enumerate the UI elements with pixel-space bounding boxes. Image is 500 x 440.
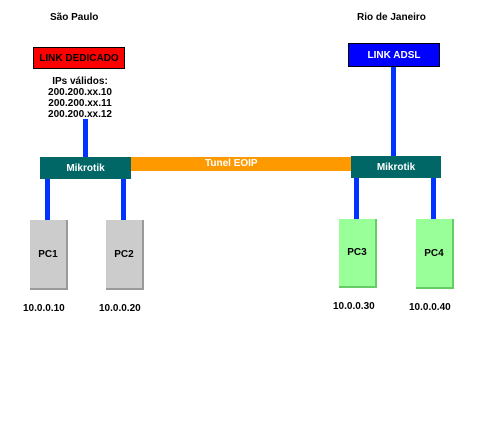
pc1-box: PC1 bbox=[30, 220, 68, 290]
router-mikrotik-right: Mikrotik bbox=[351, 156, 441, 178]
city-label-sao-paulo: São Paulo bbox=[50, 12, 99, 23]
pc1-ip: 10.0.0.10 bbox=[23, 303, 65, 314]
link-adsl-box: LINK ADSL bbox=[348, 43, 440, 67]
valid-ips-block: IPs válidos: 200.200.xx.10 200.200.xx.11… bbox=[30, 76, 130, 120]
pc2-box: PC2 bbox=[106, 220, 144, 290]
valid-ips-title: IPs válidos: bbox=[52, 76, 108, 87]
pc3-box: PC3 bbox=[339, 219, 377, 288]
router-left-label: Mikrotik bbox=[66, 162, 105, 174]
pc4-label: PC4 bbox=[424, 247, 444, 259]
city-label-rio: Rio de Janeiro bbox=[357, 12, 426, 23]
connector-router-to-pc3 bbox=[354, 178, 359, 220]
pc4-box: PC4 bbox=[416, 219, 454, 289]
eoip-tunnel-label: Tunel EOIP bbox=[205, 158, 258, 169]
link-adsl-label: LINK ADSL bbox=[367, 49, 421, 61]
pc3-label: PC3 bbox=[347, 247, 367, 258]
link-dedicado-label: LINK DEDICADO bbox=[39, 52, 119, 64]
connector-ips-to-router-left bbox=[83, 119, 88, 157]
connector-router-to-pc2 bbox=[121, 178, 126, 220]
pc3-ip: 10.0.0.30 bbox=[333, 301, 375, 312]
pc1-label: PC1 bbox=[38, 248, 58, 260]
pc2-label: PC2 bbox=[114, 248, 134, 260]
pc2-ip: 10.0.0.20 bbox=[99, 303, 141, 314]
valid-ip-1: 200.200.xx.10 bbox=[48, 87, 112, 98]
router-right-label: Mikrotik bbox=[376, 161, 416, 173]
pc4-ip: 10.0.0.40 bbox=[409, 302, 451, 313]
link-dedicado-box: LINK DEDICADO bbox=[33, 47, 125, 69]
connector-router-to-pc4 bbox=[431, 178, 436, 220]
connector-adsl-to-router-right bbox=[391, 67, 396, 157]
connector-router-to-pc1 bbox=[45, 178, 50, 220]
eoip-tunnel-line bbox=[130, 157, 352, 171]
valid-ip-3: 200.200.xx.12 bbox=[48, 109, 112, 120]
router-mikrotik-left: Mikrotik bbox=[40, 157, 131, 179]
valid-ip-2: 200.200.xx.11 bbox=[48, 98, 112, 109]
